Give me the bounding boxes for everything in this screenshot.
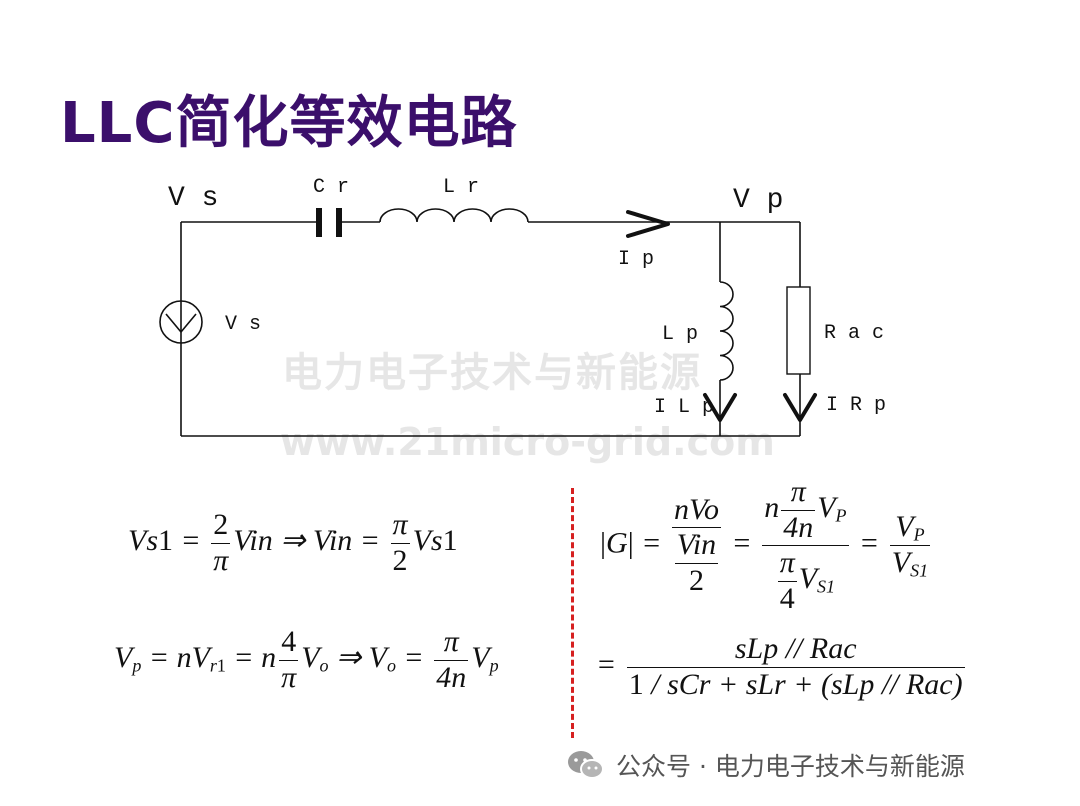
llc-circuit-diagram: V s C r L r V p I p V s L p R a c I L p … [159,176,886,437]
footer-text: 公众号 · 电力电子技术与新能源 [616,752,965,781]
footer-source: 公众号 · 电力电子技术与新能源 [566,745,965,785]
voltage-source-symbol [165,313,197,334]
inductor-lp [719,281,734,381]
label-irp: I R p [826,394,886,417]
label-vs-source: V s [225,313,261,336]
label-lr: L r [443,176,479,199]
equation-divider [571,488,574,738]
capacitor-cr [316,208,342,237]
label-vs-top: V s [168,183,218,214]
inductor-lr [379,208,529,223]
label-ip: I p [618,248,654,271]
label-ilp: I L p [654,396,714,419]
ip-arrow [626,210,670,238]
resistor-rac [786,286,811,375]
slide-title: LLC简化等效电路 [60,91,518,156]
label-vp: V p [733,185,783,216]
wechat-icon [568,751,604,779]
label-lp: L p [662,323,698,346]
label-rac: R a c [824,322,884,345]
voltage-source [159,300,203,344]
irp-arrow [783,393,817,422]
label-cr: C r [313,176,349,199]
ilp-arrow [703,393,737,422]
